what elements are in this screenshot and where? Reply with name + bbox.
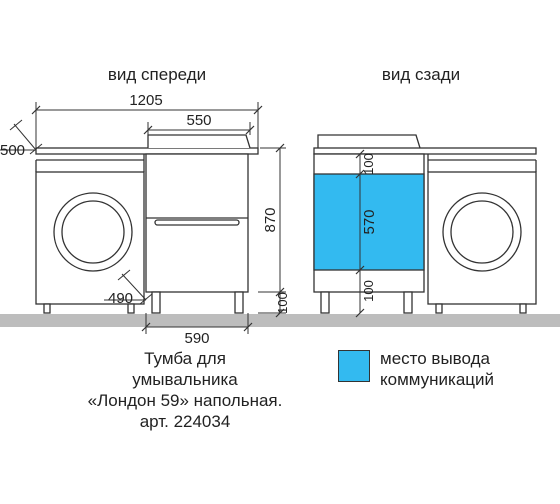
back-view-label: вид сзади xyxy=(382,65,460,84)
countertop-back xyxy=(313,147,537,155)
front-dimensions xyxy=(0,102,286,334)
dim-leg-height: 100 xyxy=(275,292,290,314)
caption-line-3: «Лондон 59» напольная. xyxy=(87,391,283,410)
legend-swatch xyxy=(338,350,370,382)
caption-line-1: Тумба для xyxy=(144,349,226,368)
basin-front xyxy=(147,134,251,149)
dim-cabinet-height: 870 xyxy=(262,207,279,232)
washer-door-inner xyxy=(61,200,125,264)
dim-back-middle: 570 xyxy=(361,209,378,234)
dim-back-bottom: 100 xyxy=(361,280,376,302)
dim-back-top: 100 xyxy=(361,153,376,175)
legend-text: место вывода коммуникаций xyxy=(380,348,494,390)
product-caption: Тумба для умывальника «Лондон 59» наполь… xyxy=(60,348,310,432)
dim-total-width: 1205 xyxy=(129,92,162,109)
washer-door-outer-back xyxy=(442,192,522,272)
caption-line-2: умывальника xyxy=(132,370,238,389)
communications-area xyxy=(313,173,425,271)
dim-side-depth: 500 xyxy=(0,142,25,159)
dim-basin-width: 550 xyxy=(186,112,211,129)
countertop-front xyxy=(35,147,259,155)
front-view-label: вид спереди xyxy=(108,65,206,84)
washing-machine-front xyxy=(35,171,145,305)
back-view xyxy=(313,134,537,314)
dim-cabinet-width: 590 xyxy=(184,330,209,347)
legend-line-1: место вывода xyxy=(380,349,490,368)
washing-machine-back xyxy=(427,171,537,305)
front-dimension-ticks xyxy=(31,105,285,332)
dim-inner-depth: 490 xyxy=(108,290,133,307)
washer-door-inner-back xyxy=(450,200,514,264)
front-view xyxy=(35,134,259,314)
washer-door-outer xyxy=(53,192,133,272)
drawer-handle xyxy=(154,219,240,226)
floor xyxy=(0,314,560,327)
legend-line-2: коммуникаций xyxy=(380,370,495,389)
caption-line-4: арт. 224034 xyxy=(139,412,231,431)
back-dimension-ticks xyxy=(355,149,365,318)
